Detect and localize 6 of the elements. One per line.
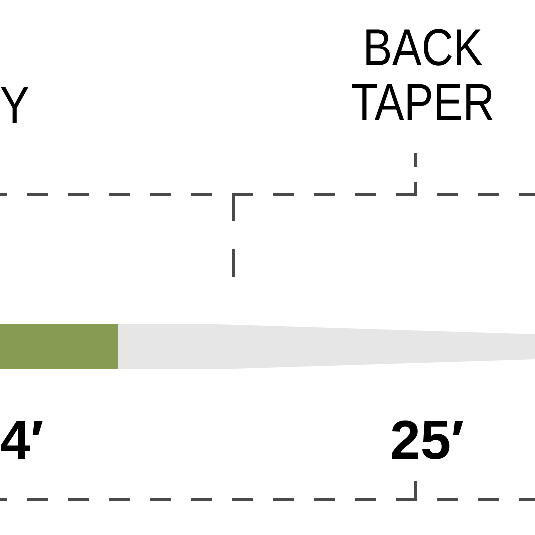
section-label: Y: [1, 87, 29, 123]
taper-section: [118, 324, 535, 370]
length-label: 25′: [392, 420, 464, 460]
line-section: [0, 324, 118, 370]
length-label: 4′: [1, 421, 43, 459]
section-label: BACK TAPER: [352, 29, 493, 120]
